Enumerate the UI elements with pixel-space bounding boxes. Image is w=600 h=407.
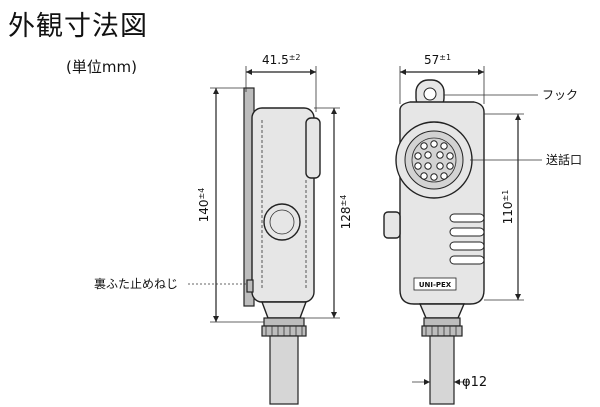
svg-text:41.5±2: 41.5±2: [262, 53, 301, 67]
svg-text:110±1: 110±1: [501, 190, 515, 225]
side-cable: [269, 335, 299, 405]
dim-height-front-tol: ±1: [501, 190, 510, 202]
brand-label: UNI-PEX: [419, 281, 452, 289]
dim-cable-dia-value: φ12: [462, 375, 487, 390]
back-screw-callout: 裏ふた止めねじ: [94, 276, 246, 291]
dim-width-side-tol: ±2: [289, 53, 301, 62]
page-title: 外観寸法図: [8, 11, 148, 42]
svg-text:140±4: 140±4: [197, 188, 211, 223]
dim-width-front-tol: ±1: [439, 53, 451, 62]
svg-text:128±4: 128±4: [339, 195, 353, 230]
front-bottom-cap: [418, 303, 466, 319]
front-grommet: [423, 317, 461, 327]
dim-height-body-value: 128: [339, 206, 353, 229]
side-bottom-cap: [260, 301, 308, 319]
side-view: [243, 87, 321, 405]
mouthpiece-callout: 送話口: [470, 152, 582, 167]
side-button: [263, 203, 301, 241]
dim-height-front: 110±1: [484, 113, 524, 301]
mouthpiece-label: 送話口: [546, 152, 582, 167]
dim-width-side-value: 41.5: [262, 53, 289, 67]
dim-height-body: 128±4: [302, 107, 353, 319]
dim-height-body-tol: ±4: [339, 195, 348, 207]
side-grommet: [263, 317, 305, 327]
side-top-bump: [305, 117, 321, 179]
dim-height-front-value: 110: [501, 201, 515, 224]
back-screw: [246, 279, 254, 293]
dim-width-side: 41.5±2: [245, 53, 317, 112]
front-cable: [429, 335, 455, 405]
svg-text:57±1: 57±1: [424, 53, 451, 67]
dim-height-total-value: 140: [197, 199, 211, 222]
vent-slots: [449, 213, 485, 265]
dim-width-front: 57±1: [399, 53, 485, 104]
back-screw-label: 裏ふた止めねじ: [94, 276, 178, 291]
brand-plate: [413, 277, 457, 291]
dim-height-total-tol: ±4: [197, 188, 206, 200]
hook-label: フック: [542, 88, 578, 102]
dim-height-total: 140±4: [197, 87, 264, 323]
hook-callout: フック: [444, 88, 578, 102]
dim-cable-dia: φ12: [412, 375, 487, 390]
mouthpiece-holes: [414, 140, 454, 181]
front-view: UNI-PEX: [383, 79, 485, 405]
front-side-button: [383, 211, 401, 239]
unit-note: (単位mm): [66, 58, 137, 76]
dim-width-front-value: 57: [424, 53, 439, 67]
